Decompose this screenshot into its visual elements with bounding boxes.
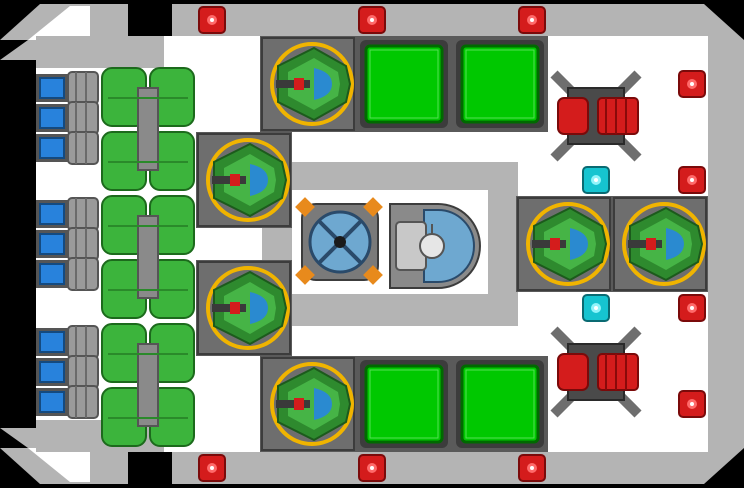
engine-thruster-icon [35, 257, 99, 291]
red-warning-light-icon [358, 454, 386, 482]
reactor-core-icon[interactable] [295, 197, 383, 285]
hull-cutout [28, 448, 90, 482]
engine-thruster-icon [35, 325, 99, 359]
red-warning-light-icon [678, 166, 706, 194]
hull-cutout [28, 6, 90, 40]
red-warning-light-icon [518, 454, 546, 482]
green-turret-icon[interactable] [258, 354, 358, 454]
green-shield-panel-icon[interactable] [450, 354, 550, 454]
hull-gap [128, 0, 172, 40]
engine-thruster-icon [35, 71, 99, 105]
green-turret-icon[interactable] [610, 194, 710, 294]
red-warning-light-icon [198, 6, 226, 34]
green-turret-icon[interactable] [258, 34, 358, 134]
void-left [0, 60, 36, 428]
red-warning-light-icon [518, 6, 546, 34]
green-shield-panel-icon[interactable] [354, 354, 454, 454]
engine-thruster-icon [35, 355, 99, 389]
green-turret-icon[interactable] [194, 130, 294, 230]
green-turret-icon[interactable] [194, 258, 294, 358]
green-shield-panel-icon[interactable] [450, 34, 550, 134]
cyan-status-light-icon [582, 166, 610, 194]
hull-gap [128, 448, 172, 488]
engine-thruster-icon [35, 385, 99, 419]
command-cockpit-icon[interactable] [389, 203, 481, 289]
red-warning-light-icon [358, 6, 386, 34]
engine-thruster-icon [35, 131, 99, 165]
engine-thruster-icon [35, 101, 99, 135]
red-warning-light-icon [678, 390, 706, 418]
engine-thruster-icon [35, 197, 99, 231]
cyan-status-light-icon [582, 294, 610, 322]
green-turret-icon[interactable] [514, 194, 614, 294]
red-warning-light-icon [198, 454, 226, 482]
red-warning-light-icon [678, 70, 706, 98]
green-shield-panel-icon[interactable] [354, 34, 454, 134]
red-warning-light-icon [678, 294, 706, 322]
engine-thruster-icon [35, 227, 99, 261]
